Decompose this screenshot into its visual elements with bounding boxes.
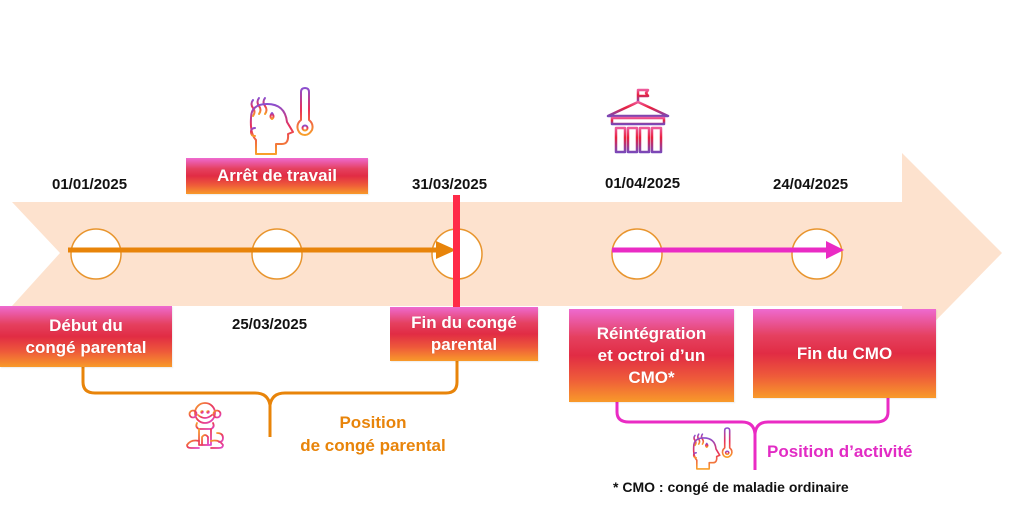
date-label-01-01-2025: 01/01/2025 <box>52 176 128 193</box>
activity-arrowhead <box>826 241 844 259</box>
end-parental-marker <box>453 195 460 311</box>
date-label-31-03-2025: 31/03/2025 <box>412 176 488 193</box>
event-box-debut-conge-parental: Début du congé parental <box>0 306 172 367</box>
position-label-activite: Position d’activité <box>767 442 913 461</box>
event-box-arret-travail: Arrêt de travail <box>186 158 368 194</box>
timeline-node-24-04 <box>791 228 843 280</box>
parental-brace <box>81 361 459 437</box>
event-box-fin-conge-parental: Fin du congé parental <box>390 307 538 361</box>
footnote-cmo: * CMO : congé de maladie ordinaire <box>613 479 849 495</box>
event-box-reintegration-cmo: Réintégration et octroi d’un CMO* <box>569 309 734 402</box>
activity-brace <box>615 398 890 470</box>
sick-person-thermometer-icon-small <box>692 427 733 470</box>
timeline-node-01-04 <box>611 228 663 280</box>
baby-monkey-toy-icon <box>186 402 224 449</box>
date-label-24-04-2025: 24/04/2025 <box>773 176 849 193</box>
parental-arrowhead-overlay <box>436 241 456 259</box>
position-label-conge-parental: Position de congé parental <box>300 413 446 455</box>
timeline-node-01-01 <box>70 228 122 280</box>
date-label-01-04-2025: 01/04/2025 <box>605 175 681 192</box>
date-label-25-03-2025: 25/03/2025 <box>232 316 308 333</box>
timeline-node-25-03 <box>251 228 303 280</box>
timeline-band <box>12 153 1002 355</box>
sick-person-thermometer-icon <box>249 87 314 155</box>
event-box-fin-cmo: Fin du CMO <box>753 309 936 398</box>
government-building-icon <box>606 88 670 158</box>
